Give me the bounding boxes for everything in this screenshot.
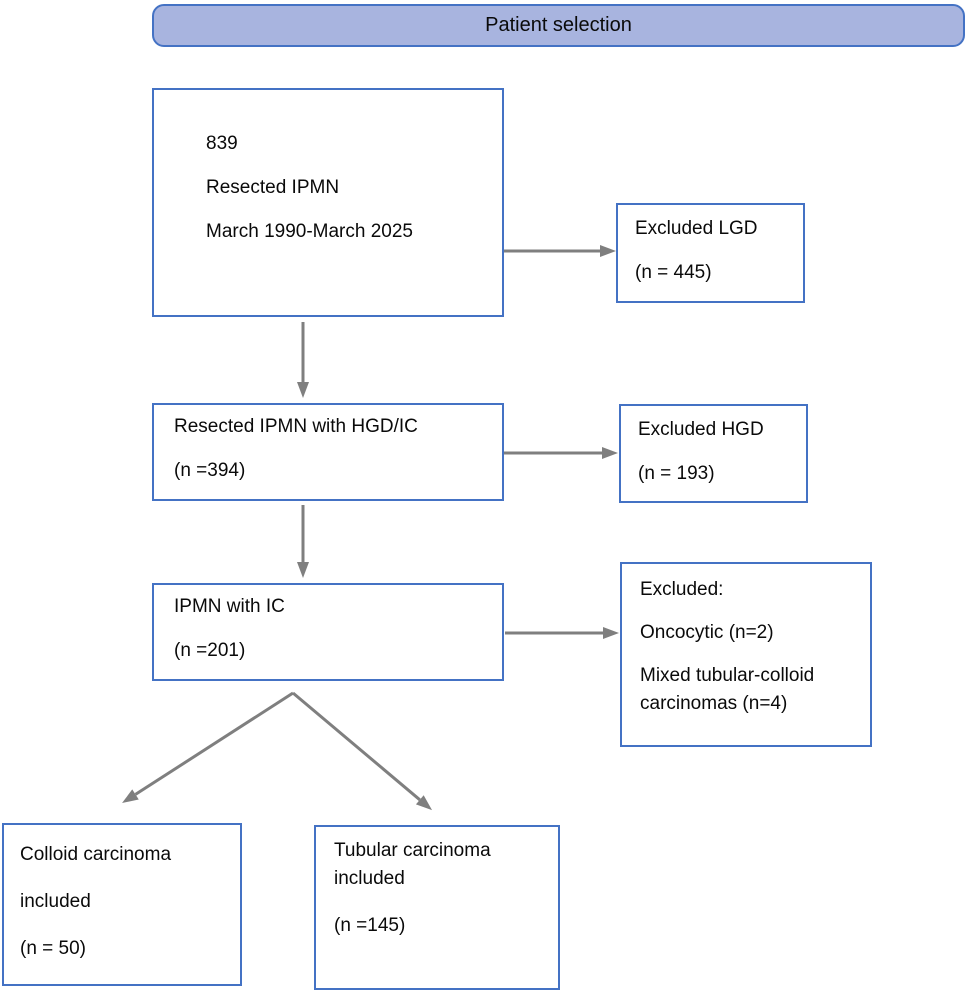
box-excluded-lgd: Excluded LGD (n = 445): [616, 203, 805, 303]
box-line: Resected IPMN with HGD/IC: [174, 416, 418, 437]
box-line: Excluded LGD: [635, 218, 758, 239]
box-tubular-carcinoma: Tubular carcinoma included (n =145): [314, 825, 560, 990]
box-line: Excluded:: [640, 579, 724, 600]
box-line: included: [20, 891, 91, 912]
box-resected-hgd-ic: Resected IPMN with HGD/IC (n =394): [152, 403, 504, 501]
box-excluded-hgd: Excluded HGD (n = 193): [619, 404, 808, 503]
box-line: Colloid carcinoma: [20, 844, 172, 865]
arrow-to-tubular: [292, 691, 433, 811]
box-line: (n =201): [174, 640, 246, 661]
box-line: 839: [206, 133, 238, 154]
box-ipmn-ic: IPMN with IC (n =201): [152, 583, 504, 681]
box-excluded-other: Excluded: Oncocytic (n=2) Mixed tubular-…: [620, 562, 872, 747]
box-line: March 1990-March 2025: [206, 221, 413, 242]
box-line: (n = 50): [20, 938, 87, 959]
title-banner: Patient selection: [152, 4, 965, 47]
box-line: (n = 193): [638, 463, 715, 484]
box-colloid-carcinoma: Colloid carcinoma included (n = 50): [2, 823, 242, 986]
page-title: Patient selection: [485, 14, 632, 36]
box-line: Oncocytic (n=2): [640, 622, 774, 643]
box-line: Mixed tubular-colloid carcinomas (n=4): [640, 665, 815, 714]
box-resected-ipmn: 839 Resected IPMN March 1990-March 2025: [152, 88, 504, 317]
box-line: (n =394): [174, 460, 246, 481]
box-line: Excluded HGD: [638, 419, 764, 440]
box-line: Tubular carcinoma included: [334, 840, 491, 889]
box-line: Resected IPMN: [206, 177, 340, 198]
box-line: (n =145): [334, 915, 406, 936]
box-line: IPMN with IC: [174, 596, 285, 617]
arrow-to-colloid: [122, 691, 294, 804]
box-line: (n = 445): [635, 262, 712, 283]
